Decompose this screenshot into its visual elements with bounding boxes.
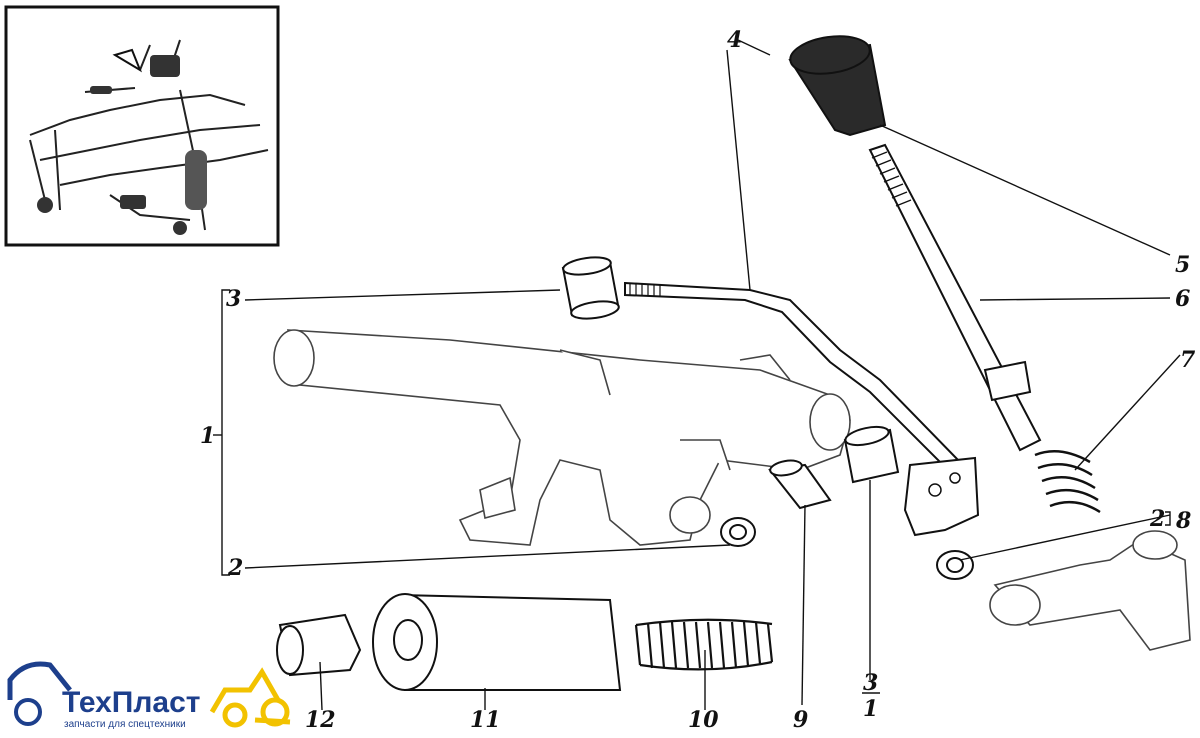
callout-2: 2 xyxy=(227,555,243,581)
bushing-part-9 xyxy=(768,459,832,510)
bushing-part-2-right xyxy=(936,550,974,580)
spring-part-10 xyxy=(634,618,774,671)
callout-6: 6 xyxy=(1175,286,1190,312)
callout-1-bottom: 1 xyxy=(863,696,878,722)
callout-labels: 1 2 3 4 5 6 7 2 8 9 10 11 12 3 1 xyxy=(200,27,1196,733)
callout-7: 7 xyxy=(1180,347,1196,373)
callout-11: 11 xyxy=(470,707,501,733)
bushing-3-top xyxy=(561,256,620,320)
bushing-3-lower xyxy=(843,425,900,484)
callout-10: 10 xyxy=(688,707,719,733)
callout-1: 1 xyxy=(200,423,215,449)
rod-bracket xyxy=(903,456,980,537)
callout-12: 12 xyxy=(305,707,336,733)
logo-name: ТехПласт xyxy=(62,686,201,719)
callout-8: 8 xyxy=(1175,508,1191,534)
tractor-icon xyxy=(209,667,291,728)
brand-logo: ТехПласт запчасти для спецтехники xyxy=(7,661,291,730)
fork-ghost-part-8 xyxy=(989,530,1191,651)
callout-4: 4 xyxy=(727,27,742,53)
callout-9: 9 xyxy=(793,707,808,733)
handle-part-11 xyxy=(372,593,622,691)
callout-5: 5 xyxy=(1175,252,1190,278)
bushing-part-2-left xyxy=(720,517,756,547)
knob-part-5 xyxy=(788,35,887,137)
logo-tagline: запчасти для спецтехники xyxy=(64,719,186,730)
lever-assembly-ghost xyxy=(273,329,851,546)
leader-lines xyxy=(213,39,1181,711)
inset-overview xyxy=(4,5,280,247)
callout-3: 3 xyxy=(226,286,241,312)
callout-3-bottom: 3 xyxy=(863,670,878,696)
spring-part-7 xyxy=(1034,450,1101,514)
shift-lever-part-6 xyxy=(868,143,1042,452)
plug-part-12 xyxy=(276,613,362,677)
callout-2-right: 2 xyxy=(1149,506,1165,532)
